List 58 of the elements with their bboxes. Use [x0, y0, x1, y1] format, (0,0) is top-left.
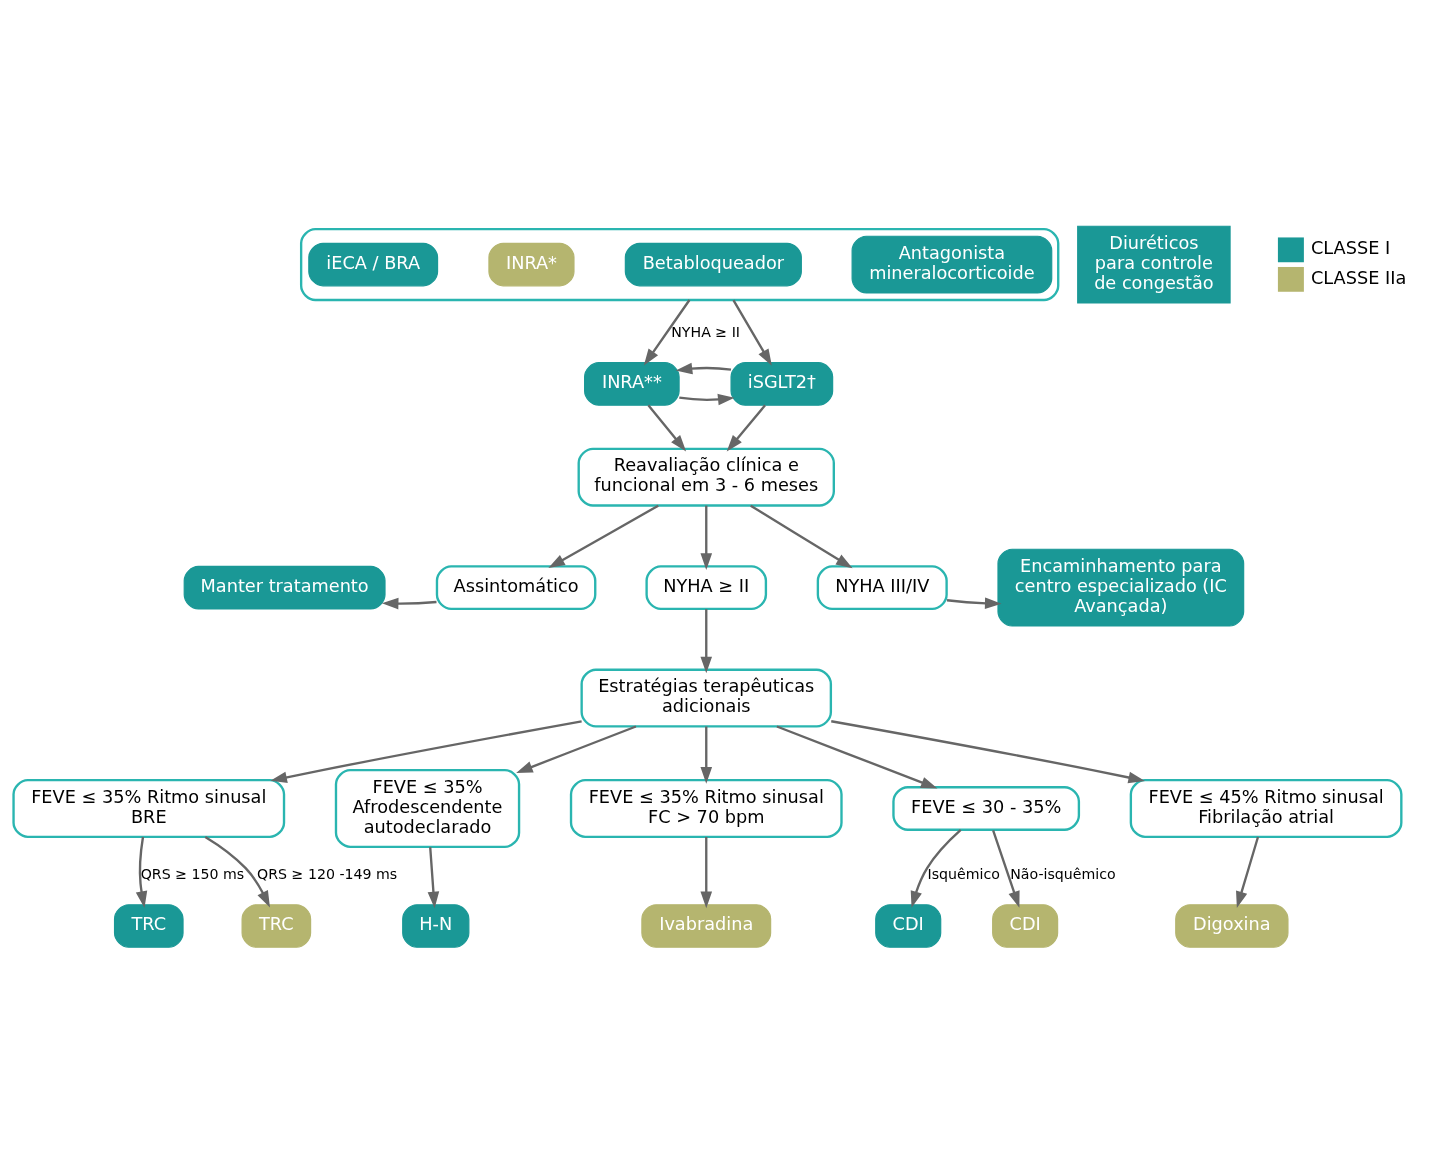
- arrow: [675, 362, 732, 375]
- node-box: FEVE ≤ 35% Afrodescendente autodeclarado: [334, 768, 521, 849]
- node-box: Reavaliação clínica e funcional em 3 - 6 meses: [577, 447, 835, 507]
- node-box: Manter tratamento: [183, 565, 386, 610]
- node-box: Digoxina: [1175, 904, 1289, 948]
- edge-label: QRS ≥ 120 -149 ms: [257, 866, 398, 883]
- arrow: [700, 505, 713, 570]
- arrow: [270, 720, 582, 784]
- arrow: [427, 847, 440, 909]
- node-box: FEVE ≤ 45% Ritmo sinusal Fibrilação atrial: [1129, 778, 1403, 838]
- node-box: Assintomático: [435, 565, 597, 611]
- arrow: [750, 504, 853, 569]
- node-box: Estratégias terapêuticas adicionais: [580, 668, 833, 728]
- node-box: Betabloqueador: [624, 242, 802, 287]
- arrow: [910, 829, 962, 908]
- node-box: iECA / BRA: [308, 242, 439, 287]
- node-box: INRA*: [488, 242, 575, 287]
- arrow: [700, 836, 713, 909]
- node-box: H-N: [402, 904, 470, 948]
- node-box: TRC: [241, 904, 312, 948]
- cluster: [299, 228, 1060, 302]
- edge-label: Não-isquêmico: [1010, 866, 1116, 883]
- arrow: [992, 829, 1020, 908]
- node-box: Diuréticos para controle de congestão: [1077, 225, 1231, 304]
- node-box: FEVE ≤ 35% Ritmo sinusal FC > 70 bpm: [569, 778, 843, 838]
- node-box: INRA**: [584, 362, 680, 406]
- arrow: [679, 393, 735, 406]
- arrow: [135, 836, 148, 908]
- edge-label: QRS ≥ 150 ms: [140, 866, 245, 883]
- node-box: NYHA ≥ II: [645, 565, 768, 611]
- edge-label: NYHA ≥ II: [671, 324, 741, 341]
- node-box: FEVE ≤ 35% Ritmo sinusal BRE: [12, 778, 286, 838]
- node-box: TRC: [113, 904, 184, 948]
- arrow: [548, 504, 659, 569]
- arrow: [726, 404, 766, 452]
- node-box: CDI: [875, 904, 942, 948]
- node-box: iSGLT2†: [730, 362, 834, 406]
- arrow: [1236, 836, 1260, 908]
- legend-label: CLASSE IIa: [1310, 267, 1407, 288]
- arrow: [643, 299, 691, 366]
- edge-label: Isquêmico: [927, 866, 1000, 883]
- node-box: Ivabradina: [641, 904, 772, 948]
- arrow: [700, 609, 713, 674]
- legend-label: CLASSE I: [1310, 237, 1391, 258]
- arrow: [700, 726, 713, 784]
- node-box: Encaminhamento para centro especializado (IC Avançada): [997, 548, 1245, 627]
- arrow: [204, 835, 270, 908]
- node-box: FEVE ≤ 30 - 35%: [892, 786, 1081, 831]
- arrow: [647, 404, 687, 452]
- node-box: NYHA III/IV: [816, 565, 948, 611]
- arrow: [946, 597, 1002, 610]
- node-box: CDI: [992, 904, 1059, 948]
- arrow: [831, 720, 1145, 784]
- arrow: [776, 725, 938, 789]
- node-box: Antagonista mineralocorticoide: [851, 235, 1053, 294]
- arrow: [381, 597, 437, 610]
- arrow: [516, 725, 637, 773]
- arrow: [732, 299, 772, 366]
